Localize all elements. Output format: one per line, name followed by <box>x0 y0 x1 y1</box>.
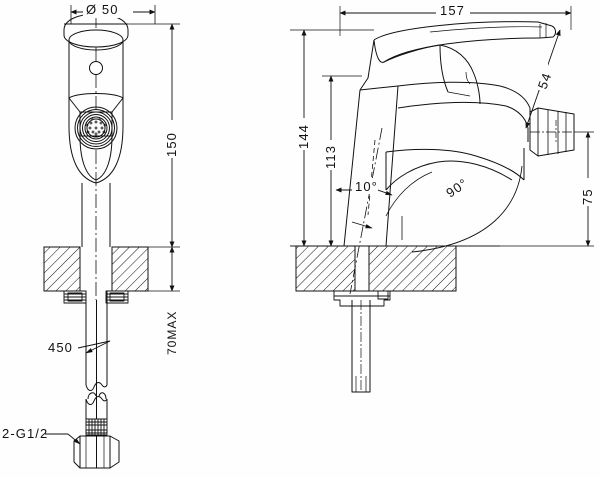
callout-thread-g12: 2-G1/2 <box>2 426 81 445</box>
dim-label-75: 75 <box>580 188 595 205</box>
dim-label-157: 157 <box>440 3 465 18</box>
dim-handle-54: 54 <box>525 29 561 129</box>
side-spout-underside <box>385 148 525 240</box>
callout-hose-450: 450 <box>48 340 111 355</box>
dim-total-144: 144 <box>290 29 374 247</box>
side-tilt-axis <box>349 127 383 295</box>
dim-label-70max: 70MAX <box>165 311 179 355</box>
dim-label-113: 113 <box>323 145 338 169</box>
side-stud <box>351 300 371 393</box>
dim-reach-157: 157 <box>339 3 572 36</box>
side-tilt-ref-line <box>367 139 376 216</box>
dim-counter-70max: 70MAX <box>148 246 180 355</box>
callout-label-450: 450 <box>48 340 73 355</box>
callout-label-g12: 2-G1/2 <box>2 426 48 441</box>
front-view <box>43 13 149 469</box>
side-upper-body <box>359 39 481 105</box>
front-hose-sleeves <box>85 418 108 436</box>
dim-label-144: 144 <box>296 124 311 149</box>
front-counter-section <box>43 246 149 292</box>
side-view <box>295 21 576 393</box>
dim-label-height-150: 150 <box>164 132 179 157</box>
dim-spout-75: 75 <box>456 131 595 247</box>
front-hex-connectors <box>73 435 120 469</box>
front-upper-body <box>68 40 124 99</box>
front-hose-bundle <box>85 291 108 419</box>
dim-diameter-50: Ø 50 <box>70 2 156 24</box>
dim-label-54: 54 <box>535 70 555 91</box>
side-swivel-arc <box>411 165 523 253</box>
angle-tilt-10: 10° <box>335 178 393 229</box>
side-mounting-plate <box>333 290 391 307</box>
side-counter-section <box>295 245 457 292</box>
dim-body-113: 113 <box>321 75 362 247</box>
dim-label-diameter: Ø 50 <box>86 2 119 17</box>
dim-height-150: 150 <box>128 23 180 248</box>
angle-label-10: 10° <box>355 179 378 194</box>
front-shank <box>81 183 111 247</box>
